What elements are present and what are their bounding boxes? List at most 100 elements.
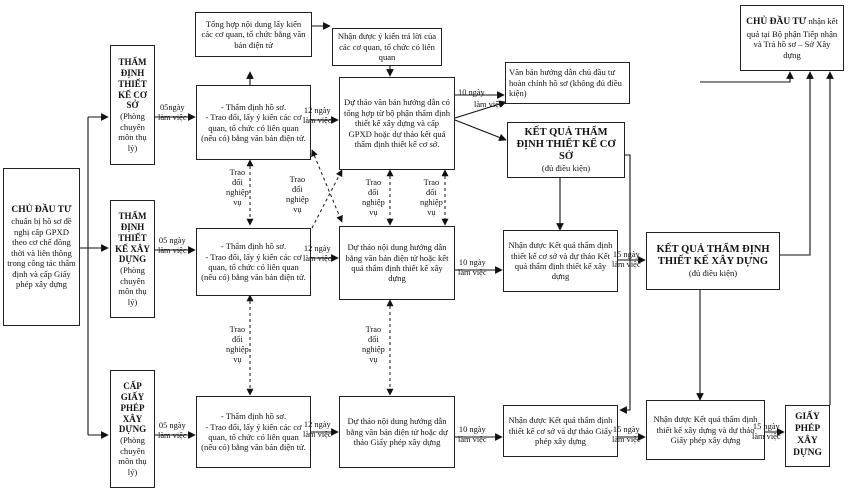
exchange-word: nghiệp [226, 188, 249, 198]
draft-2-text: Dự thảo nội dung hướng dẫn bằng văn bản … [345, 242, 449, 284]
mid-receive-box: Nhận được Kết quả thẩm định thiết kế cơ … [503, 230, 618, 292]
exchange-cross-1 [311, 149, 343, 223]
review-3-line2: - Trao đổi, lấy ý kiến các cơ quan, tổ c… [201, 421, 306, 453]
duration-value: 05ngày [159, 103, 185, 112]
receive-box: CHỦ ĐẦU TƯ nhận kết quả tại Bộ phận Tiếp… [740, 5, 844, 71]
investor-text: chuẩn bị hồ sơ đề nghị cấp GPXD theo cơ … [7, 216, 76, 289]
duration-unit: làm việc [612, 260, 641, 270]
exchange-word: nghiệp [420, 198, 443, 208]
duration-unit: làm việc [303, 430, 332, 440]
lane-base-design: THẨM ĐỊNH THIẾT KẾ CƠ SỞ (Phòng chuyên m… [110, 45, 155, 165]
opinions-text: Nhận được ý kiến trả lời của các cơ quan… [337, 31, 437, 63]
duration-unit: làm việc [612, 435, 641, 445]
receive-text: nhận kết quả tại Bộ phận Tiếp nhận và Tr… [746, 15, 838, 60]
guidance-text: Văn bản hướng dẫn chủ đầu tư hoàn chỉnh … [509, 67, 622, 99]
review-1-line1: - Thẩm định hồ sơ. [220, 101, 287, 112]
summary-text: Tổng hợp nội dung lấy kiến các cơ quan, … [201, 18, 306, 50]
duration-value: 05 ngày [158, 421, 186, 430]
lane-base-design-title: THẨM ĐỊNH THIẾT KẾ CƠ SỞ [118, 56, 147, 111]
duration-unit: làm việc [303, 116, 332, 126]
lane-construction-design-title: THẨM ĐỊNH THIẾT KẾ XÂY DỰNG [115, 210, 150, 265]
exchange-word: vụ [233, 198, 242, 208]
exchange-word: Trao [289, 175, 306, 184]
exchange-word: đổi [232, 335, 243, 345]
final-receive-box: Nhận được Kết quả thẩm định thiết kế xây… [646, 400, 765, 460]
arrow-resultbase-bottom [619, 154, 631, 414]
arrow-resultdesign-receive [780, 71, 814, 256]
duration-value: 15 ngày [612, 425, 640, 434]
lane-construction-design-sub: (Phòng chuyên môn thụ lý) [118, 265, 147, 307]
duration-value: 12 ngày [303, 420, 331, 429]
permit-box: GIẤY PHÉP XÂY DỰNG [785, 405, 830, 467]
result-base-title: KẾT QUẢ THẨM ĐỊNH THIẾT KẾ CƠ SỞ [516, 126, 616, 162]
duration-unit: làm việc [158, 113, 187, 123]
result-base-box: KẾT QUẢ THẨM ĐỊNH THIẾT KẾ CƠ SỞ (đủ điề… [507, 122, 625, 178]
exchange-word: vụ [233, 355, 242, 365]
exchange-word: đổi [368, 335, 379, 345]
duration-value: 12 ngày [303, 244, 331, 253]
exchange-word: Trao [365, 178, 382, 187]
result-design-title: KẾT QUẢ THẨM ĐỊNH THIẾT KẾ XÂY DỰNG [656, 243, 770, 267]
final-receive-text: Nhận được Kết quả thẩm định thiết kế xây… [653, 414, 758, 446]
guidance-box: Văn bản hướng dẫn chủ đầu tư hoàn chỉnh … [505, 62, 630, 104]
result-design-sub: (đủ điều kiện) [688, 267, 738, 278]
mid-receive-text: Nhận được Kết quả thẩm định thiết kế cơ … [508, 240, 613, 282]
exchange-word: nghiệp [362, 198, 385, 208]
arrow-draft1-result [454, 119, 507, 142]
exchange-word: Trao [423, 178, 440, 187]
review-3-line1: - Thẩm định hồ sơ. [220, 411, 287, 422]
review-box-1: - Thẩm định hồ sơ. - Trao đổi, lấy ý kiế… [196, 85, 311, 160]
arrow-guidance-receive [700, 71, 794, 83]
bottom-receive-text: Nhận được Kết quả thẩm định thiết kế cơ … [508, 415, 613, 447]
exchange-word: vụ [427, 208, 436, 218]
duration-unit: làm việc [458, 435, 487, 445]
lane-permit-title: CẤP GIẤY PHÉP XÂY DỰNG [118, 380, 147, 435]
duration-value: 15 ngày [612, 250, 640, 259]
lane-construction-design: THẨM ĐỊNH THIẾT KẾ XÂY DỰNG (Phòng chuyê… [110, 200, 155, 318]
exchange-word: nghiệp [362, 345, 385, 355]
exchange-word: đổi [292, 185, 303, 195]
draft-3-text: Dự thảo nội dung hướng dẫn bằng văn bản … [346, 416, 448, 448]
exchange-word: Trao [229, 168, 246, 177]
exchange-cross-2 [311, 169, 343, 229]
duration-unit: làm việc [474, 100, 503, 109]
exchange-word: vụ [369, 355, 378, 365]
result-base-sub: (đủ điều kiện) [541, 162, 591, 173]
draft-box-1: Dự thảo văn bản hướng dẫn có tổng hợp từ… [339, 77, 455, 170]
exchange-word: đổi [232, 178, 243, 188]
duration-value: 15 ngày [752, 422, 780, 431]
exchange-word: nghiệp [226, 345, 249, 355]
duration-value: 10 ngày [458, 88, 485, 97]
review-2-line1: - Thẩm định hồ sơ. [220, 241, 287, 252]
duration-value: 10 ngày [458, 258, 486, 267]
duration-unit: làm việc [158, 431, 187, 441]
bottom-receive-box: Nhận được Kết quả thẩm định thiết kế cơ … [503, 405, 618, 457]
investor-box: CHỦ ĐẦU TƯ chuẩn bị hồ sơ đề nghị cấp GP… [3, 168, 80, 326]
summary-box: Tổng hợp nội dung lấy kiến các cơ quan, … [195, 12, 312, 57]
duration-value: 10 ngày [458, 425, 486, 434]
duration-unit: làm việc [752, 432, 781, 442]
exchange-word: đổi [426, 188, 437, 198]
lane-base-design-sub: (Phòng chuyên môn thụ lý) [118, 111, 147, 153]
exchange-word: vụ [293, 205, 302, 215]
review-2-line2: - Trao đổi, lấy ý kiến các cơ quan, tổ c… [201, 251, 306, 283]
draft-1-text: Dự thảo văn bản hướng dẫn có tổng hợp từ… [343, 97, 451, 150]
investor-title: CHỦ ĐẦU TƯ [11, 204, 72, 215]
